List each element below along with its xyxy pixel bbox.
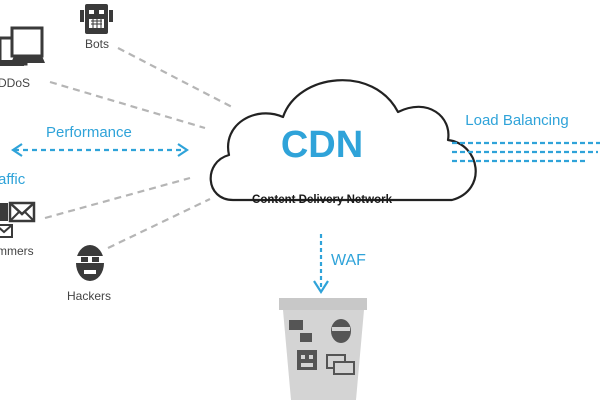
load-balancing-lines (452, 141, 600, 163)
computers-icon (0, 26, 45, 66)
performance-label: Performance (46, 124, 132, 141)
cdn-subtitle: Content Delivery Network (252, 194, 393, 206)
load-balancing-label: Load Balancing (465, 112, 568, 129)
traffic-label: affic (0, 171, 26, 188)
masked-face-icon (76, 245, 104, 281)
cdn-title: CDN (281, 124, 363, 166)
threat-connectors (44, 47, 233, 249)
performance-arrow (11, 143, 189, 157)
ddos-label: DDoS (0, 76, 30, 90)
waf-arrow (313, 234, 329, 295)
trash-bin-icon (279, 298, 367, 400)
envelopes-icon (0, 201, 36, 238)
connector-hackers (107, 198, 211, 249)
hackers-label: Hackers (67, 289, 111, 303)
spammers-label: mmers (0, 244, 34, 258)
cdn-cloud (209, 79, 477, 202)
robot-icon (80, 4, 113, 34)
waf-label: WAF (331, 252, 366, 269)
connector-ddos (49, 80, 206, 130)
connector-spammers (44, 176, 191, 220)
connector-bots (117, 47, 233, 108)
bots-label: Bots (85, 37, 109, 51)
